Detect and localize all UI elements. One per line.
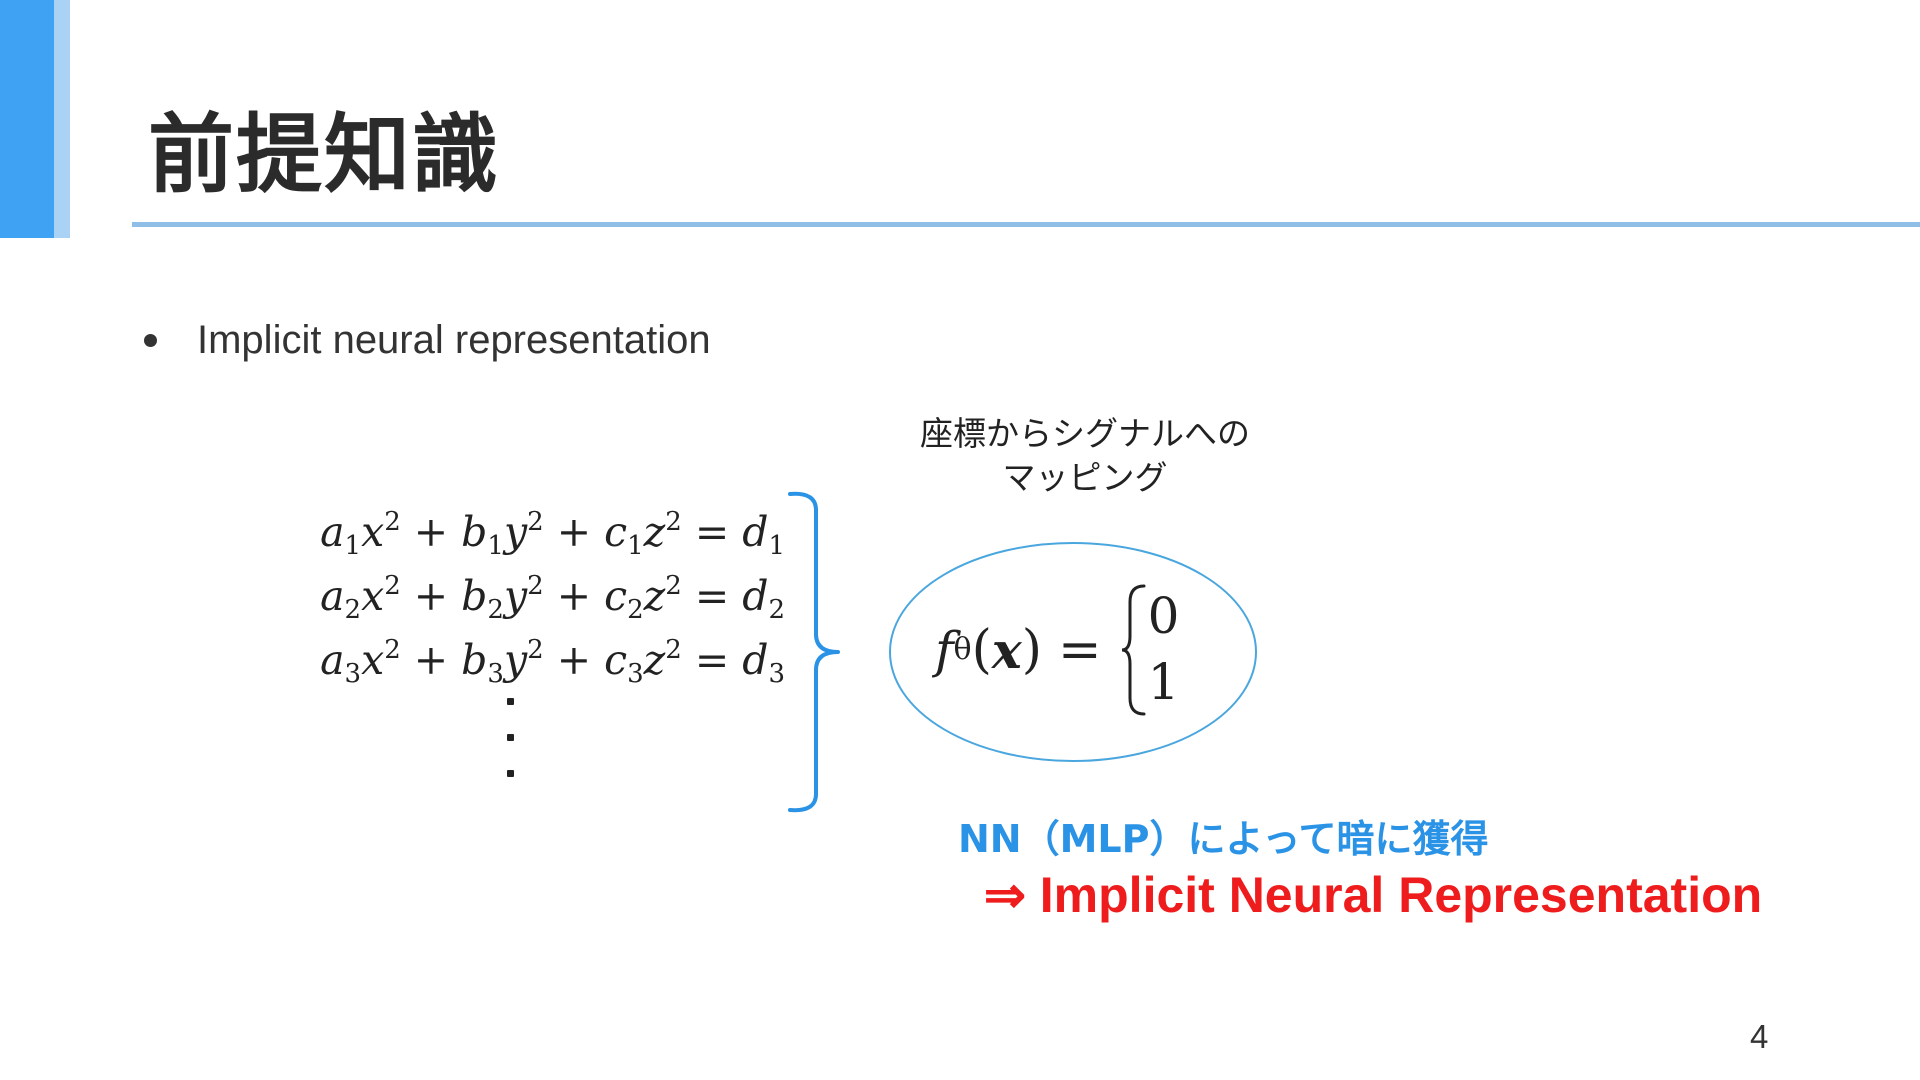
bullet-text: Implicit neural representation [197, 318, 711, 362]
left-brace-icon [1121, 584, 1146, 716]
slide-title: 前提知識 [148, 105, 500, 205]
equation-system: a1x2 + b1y2 + c1z2 = d1 a2x2 + b2y2 + c2… [245, 500, 785, 692]
equation-line-2: a2x2 + b2y2 + c2z2 = d2 [320, 571, 785, 625]
case-value-0: 0 [1147, 587, 1180, 645]
nn-mlp-caption: NN（MLP）によって暗に獲得 [958, 817, 1489, 861]
bullet-item: Implicit neural representation [144, 318, 711, 363]
page-number: 4 [1750, 1018, 1769, 1055]
case-value-1: 1 [1147, 653, 1180, 711]
bullet-dot-icon [144, 334, 157, 347]
equation-line-1: a1x2 + b1y2 + c1z2 = d1 [320, 507, 785, 561]
right-brace-icon [788, 491, 840, 813]
mapping-caption: 座標からシグナルへの マッピング [880, 412, 1290, 500]
cases-brace: 0 1 [1120, 580, 1204, 720]
conclusion-text: ⇒ Implicit Neural Representation [984, 867, 1763, 923]
vertical-ellipsis-icon [503, 698, 517, 806]
accent-bar [0, 0, 54, 238]
accent-bar-edge [54, 0, 70, 238]
title-divider [132, 222, 1920, 227]
equation-line-3: a3x2 + b3y2 + c3z2 = d3 [320, 635, 785, 689]
mapping-caption-line-2: マッピング [1002, 458, 1168, 497]
formula-ellipse [889, 542, 1257, 762]
mapping-caption-line-1: 座標からシグナルへの [920, 414, 1250, 453]
